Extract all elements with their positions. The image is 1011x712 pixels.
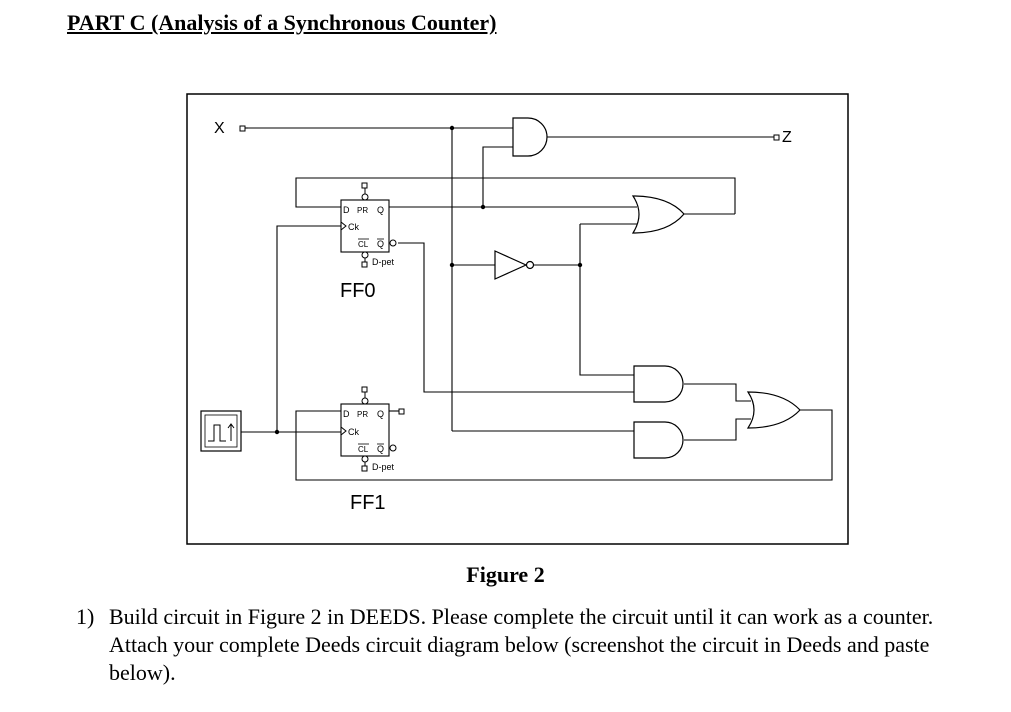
ff0-type-label: D-pet [372, 257, 395, 267]
ff0-pin-d: D [343, 205, 350, 215]
ff1-pin-d: D [343, 409, 350, 419]
ff1-type-label: D-pet [372, 462, 395, 472]
junction-dots [274, 125, 583, 435]
x-input-label: X [214, 120, 225, 137]
wires [243, 127, 833, 481]
ff1-q-output-pin [398, 408, 405, 415]
and-gate-middle [633, 365, 684, 403]
and-gate-bottom [633, 421, 684, 459]
ff0-pin-pr: PR [357, 206, 368, 215]
question-text: Build circuit in Figure 2 in DEEDS. Plea… [109, 604, 934, 685]
ff1-pin-qbar: Q [377, 444, 384, 454]
ff0-pin-q: Q [377, 205, 384, 215]
not-gate [494, 250, 528, 280]
ff0-pin-ck: Ck [348, 222, 359, 232]
question-number: 1) [76, 604, 95, 629]
ff1-name-label: FF1 [350, 492, 386, 514]
ff0-name-label: FF0 [340, 280, 376, 302]
ff1-pin-cl: CL [358, 445, 369, 454]
x-input-pin [239, 125, 246, 132]
ff0-pin-qbar: Q [377, 239, 384, 249]
flip-flop-ff1: D PR Q Ck CL Q D-pet FF1 [340, 386, 397, 514]
z-output-pin [773, 134, 780, 141]
page-title: PART C (Analysis of a Synchronous Counte… [67, 10, 497, 35]
or-gate-output [746, 391, 801, 429]
z-output-label: Z [782, 129, 792, 146]
flip-flop-ff0: D PR Q Ck CL Q D-pet FF0 [340, 182, 397, 302]
ff1-pin-pr: PR [357, 410, 368, 419]
figure-caption: Figure 2 [466, 562, 545, 587]
not-gate-bubble [525, 260, 535, 270]
diagram-frame [186, 93, 849, 545]
ff1-pin-ck: Ck [348, 427, 359, 437]
and-gate-top [512, 117, 548, 157]
ff1-pin-q: Q [377, 409, 384, 419]
ff0-pin-cl: CL [358, 240, 369, 249]
clock-source-icon [200, 410, 245, 452]
or-gate-feedback [631, 195, 685, 234]
